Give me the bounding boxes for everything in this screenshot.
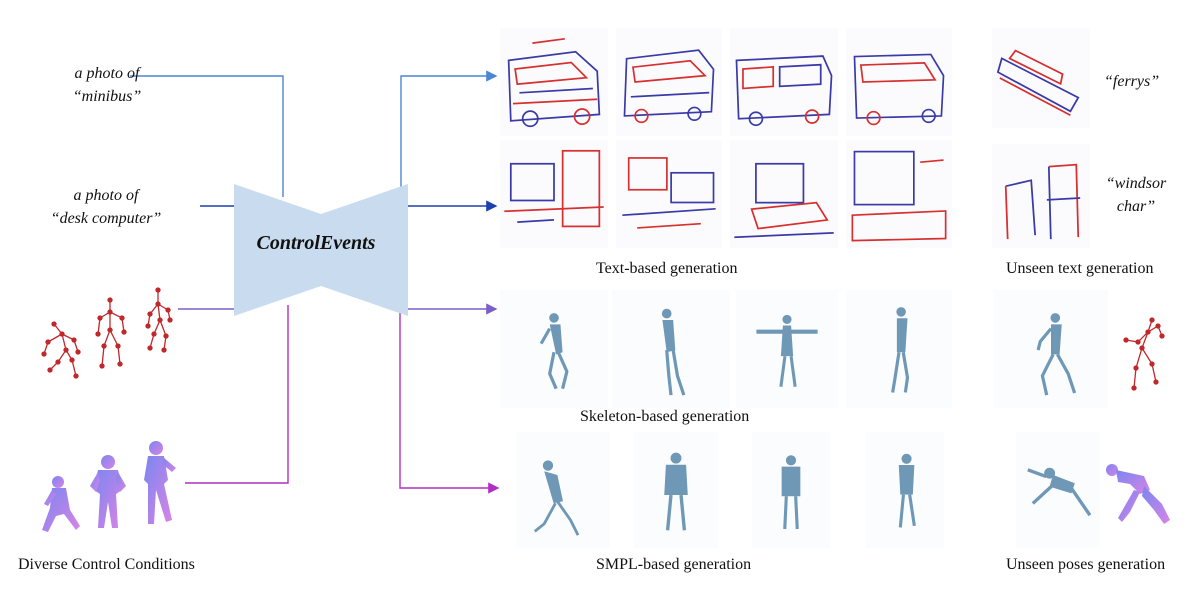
pointcloud-figure (664, 452, 688, 531)
input-caption: Diverse Control Conditions (18, 556, 195, 573)
unseen-smpl-pose (1106, 464, 1170, 524)
controlevents-model-shape (234, 184, 408, 316)
event-frame-minibus-3 (730, 28, 838, 136)
windsor-chair-event-image (1004, 163, 1081, 240)
event-frame-desk-computer-2 (616, 140, 722, 248)
prompt-line: “windsor (1105, 175, 1167, 192)
desk-computer-event-image (851, 150, 947, 242)
prompt-line: char” (1116, 198, 1156, 215)
prompt-line: a photo of (74, 65, 140, 82)
minibus-event-image (623, 49, 715, 124)
skeleton-frame-1 (500, 290, 608, 408)
pointcloud-figure (661, 308, 686, 396)
desk-computer-event-image (622, 157, 716, 229)
event-frame-minibus-1 (500, 28, 608, 136)
smpl-frame-2 (634, 432, 718, 548)
desk-computer-event-image (734, 162, 834, 239)
unseen-pose-frame-skeleton (994, 290, 1108, 408)
model-name: ControlEvents (256, 232, 376, 254)
smpl-frame-1 (516, 432, 610, 548)
ferry-event-image (996, 49, 1080, 117)
minibus-event-image (735, 55, 833, 127)
text-input-line-1 (130, 75, 284, 197)
prompt-value: “minibus” (72, 88, 142, 105)
unseen-prompt-ferrys: “ferrys” (1104, 73, 1160, 90)
smpl-output-arrow (399, 310, 500, 494)
pointcloud-figure (756, 314, 818, 387)
prompt-value: “desk computer” (50, 210, 162, 227)
event-frame-desk-computer-1 (500, 140, 608, 248)
smpl-generation-caption: SMPL-based generation (596, 556, 752, 573)
event-frame-minibus-4 (846, 28, 952, 136)
pointcloud-figure (533, 460, 580, 536)
event-frame-desk-computer-3 (730, 140, 838, 248)
text-prompt-desk-computer: a photo of “desk computer” (36, 184, 176, 230)
skeleton-frame-4 (846, 290, 952, 408)
skeleton-generation-caption: Skeleton-based generation (580, 408, 750, 425)
event-frame-desk-computer-4 (846, 140, 952, 248)
skeleton-frame-3 (736, 290, 838, 408)
text-prompt-minibus: a photo of “minibus” (52, 62, 162, 108)
pointcloud-figure (898, 453, 916, 528)
pointcloud-figure (1027, 467, 1092, 517)
unseen-text-caption: Unseen text generation (1006, 260, 1154, 277)
smpl-frame-4 (866, 432, 944, 548)
minibus-event-image (507, 37, 601, 128)
pointcloud-figure (781, 455, 801, 530)
smpl-input-line (185, 305, 289, 484)
event-frame-minibus-2 (616, 28, 722, 136)
skeleton-inputs (41, 287, 173, 379)
pointcloud-figure (891, 307, 910, 393)
desk-computer-event-image (504, 149, 604, 228)
prompt-line: a photo of (73, 187, 139, 204)
pointcloud-figure (539, 313, 569, 390)
unseen-prompt-windsor-chair: “windsor char” (1100, 172, 1172, 218)
skeleton-frame-2 (612, 290, 730, 408)
unseen-poses-caption: Unseen poses generation (1006, 556, 1166, 573)
event-frame-windsor-chair (992, 144, 1090, 248)
pointcloud-figure (1036, 313, 1077, 396)
text-output-arrow-1 (400, 70, 498, 197)
unseen-skeleton-pose (1123, 317, 1165, 391)
smpl-inputs (42, 441, 176, 532)
event-frame-ferry (992, 28, 1090, 128)
smpl-frame-3 (752, 432, 830, 548)
unseen-pose-frame-smpl (1016, 432, 1100, 548)
minibus-event-image (853, 53, 945, 126)
text-generation-caption: Text-based generation (596, 260, 738, 277)
